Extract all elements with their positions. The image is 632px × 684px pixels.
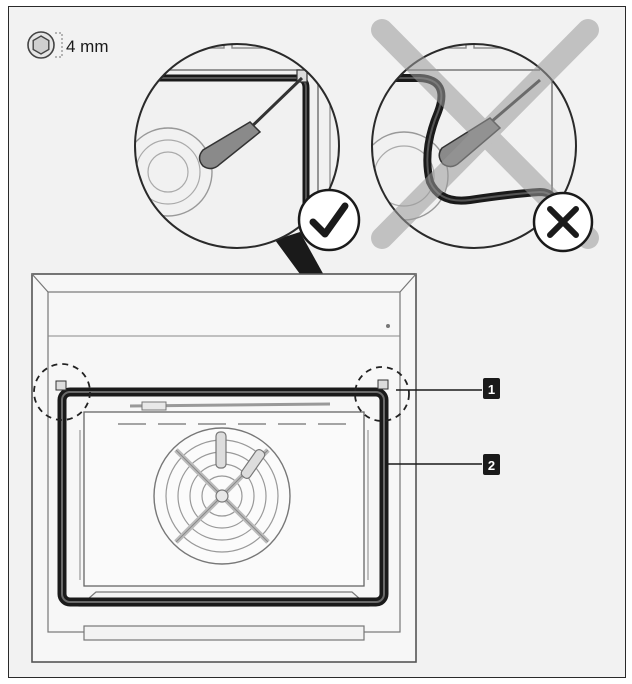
callout-2-number: 2 (488, 458, 495, 473)
gasket-clip-right (354, 366, 410, 422)
callout-1-number: 1 (488, 382, 495, 397)
fan-cover (153, 427, 291, 565)
tool-size-label: 4 mm (66, 37, 109, 56)
check-icon (297, 188, 361, 252)
tool-size-indicator: 4 mm (27, 31, 109, 59)
callout-badge-1: 1 (483, 378, 500, 399)
detail-view-correct (134, 43, 361, 252)
door-gasket (57, 387, 389, 607)
cross-icon (532, 191, 594, 253)
oven-front-view (31, 273, 417, 663)
detail-view-incorrect (371, 19, 599, 253)
hex-key-icon (27, 31, 63, 59)
callout-badge-2: 2 (483, 454, 500, 475)
gasket-clip-left (33, 363, 91, 421)
